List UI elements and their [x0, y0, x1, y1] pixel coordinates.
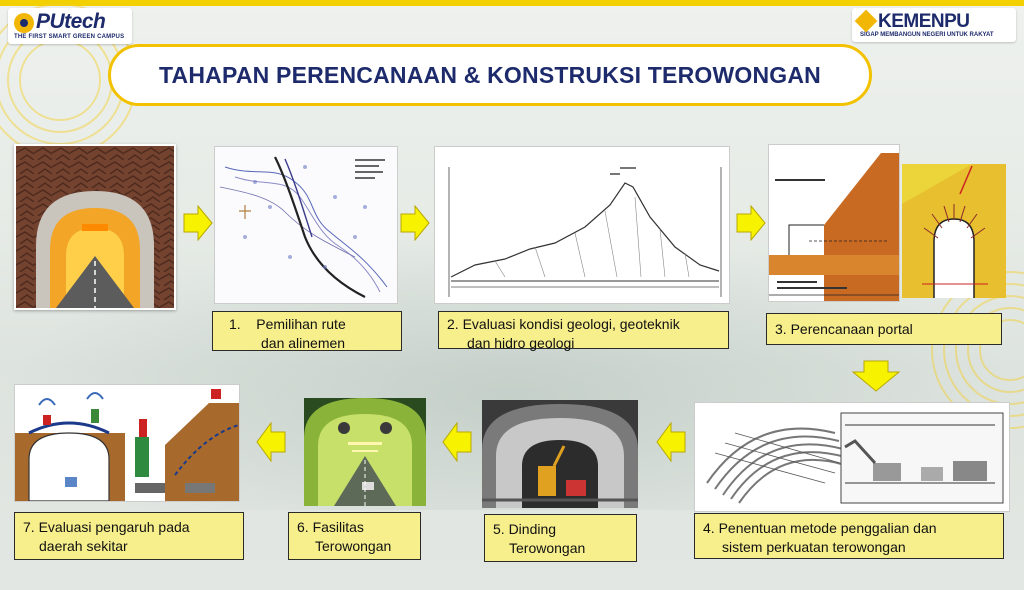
step-5-label: 5. Dinding Terowongan: [484, 514, 637, 562]
arrow-right-2-icon: [400, 205, 430, 241]
step-7-line1: 7. Evaluasi pengaruh pada: [23, 519, 190, 535]
kemenpu-logo: KEMENPU SIGAP MEMBANGUN NEGERI UNTUK RAK…: [852, 8, 1016, 42]
arrow-right-3-icon: [736, 205, 766, 241]
step-1-line2: dan alinemen: [261, 335, 346, 351]
step-4-line1: 4. Penentuan metode penggalian dan: [703, 520, 937, 536]
putech-wordmark: PUtech: [36, 10, 106, 33]
putech-logo: PUtech THE FIRST SMART GREEN CAMPUS: [8, 8, 132, 44]
step-1-line1: 1. Pemilihan rute: [229, 316, 346, 332]
portal-cross-section-image: [768, 144, 900, 302]
step-4-line2: sistem perkuatan terowongan: [722, 539, 906, 555]
tunnel-lining-image: [482, 400, 638, 508]
kemenpu-emblem-icon: [854, 9, 878, 33]
arrow-right-1-icon: [183, 205, 213, 241]
step-5-line2: Terowongan: [509, 540, 586, 556]
page-title: TAHAPAN PERENCANAAN & KONSTRUKSI TEROWON…: [159, 61, 821, 88]
step-5-line1: 5. Dinding: [493, 521, 557, 537]
step-1-label: 1. Pemilihan rute dan alinemen: [212, 311, 402, 351]
putech-emblem-icon: [14, 13, 34, 33]
putech-tagline: THE FIRST SMART GREEN CAMPUS: [14, 34, 125, 40]
step-7-line2: daerah sekitar: [39, 538, 128, 554]
step-6-line1: 6. Fasilitas: [297, 519, 364, 535]
top-accent-bar: [0, 0, 1024, 6]
excavation-support-image: [694, 402, 1010, 512]
step-4-label: 4. Penentuan metode penggalian dan siste…: [694, 513, 1004, 559]
surrounding-impact-image: [14, 384, 240, 502]
route-map-image: [214, 146, 398, 304]
arrow-left-3-icon: [256, 422, 286, 462]
portal-face-image: [902, 164, 1006, 298]
arrow-left-2-icon: [442, 422, 472, 462]
step-6-label: 6. Fasilitas Terowongan: [288, 512, 421, 560]
step-3-label: 3. Perencanaan portal: [766, 313, 1002, 345]
kemenpu-tagline: SIGAP MEMBANGUN NEGERI UNTUK RAKYAT: [860, 32, 994, 38]
arrow-down-icon: [852, 360, 900, 392]
step-3-line1: 3. Perencanaan portal: [775, 321, 913, 337]
step-7-label: 7. Evaluasi pengaruh pada daerah sekitar: [14, 512, 244, 560]
step-2-line1: 2. Evaluasi kondisi geologi, geoteknik: [447, 316, 680, 332]
step-2-line2: dan hidro geologi: [467, 335, 575, 351]
geology-profile-image: [434, 146, 730, 304]
kemenpu-wordmark: KEMENPU: [878, 11, 970, 32]
step-6-line2: Terowongan: [315, 538, 392, 554]
step-2-label: 2. Evaluasi kondisi geologi, geoteknik d…: [438, 311, 729, 351]
tunnel-facilities-image: [304, 398, 426, 506]
arrow-left-1-icon: [656, 422, 686, 462]
tunnel-entrance-image: [14, 144, 176, 310]
title-banner: TAHAPAN PERENCANAAN & KONSTRUKSI TEROWON…: [108, 44, 872, 106]
